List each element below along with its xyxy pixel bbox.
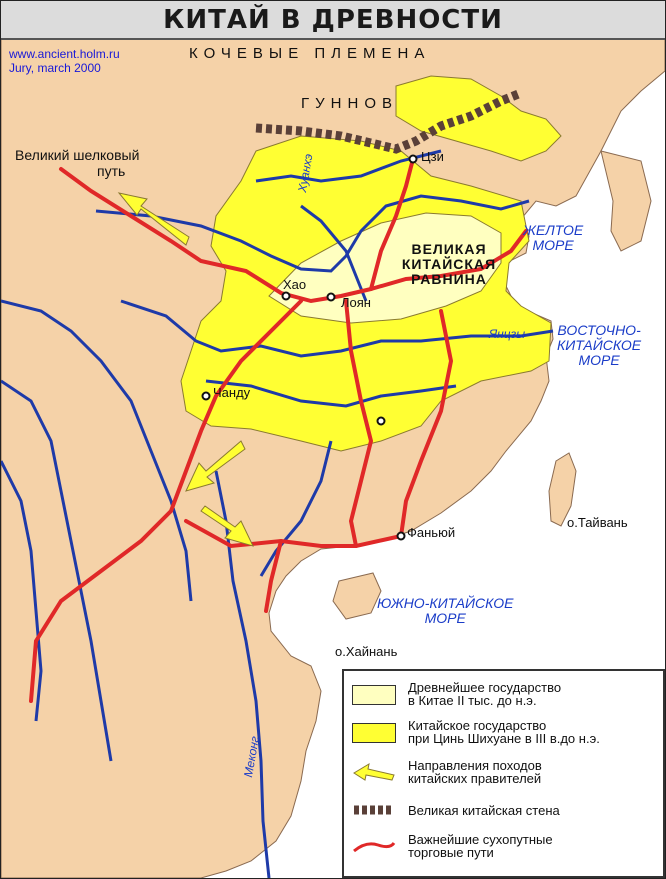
trade-route-icon [352, 835, 396, 857]
taiwan-island [548, 452, 577, 527]
legend-text-campaign-2: китайских правителей [408, 771, 542, 786]
sea-yellow-line-1: ЖЕЛТОЕ [523, 222, 584, 238]
route-delta [264, 539, 283, 613]
river-huanghe [95, 194, 530, 273]
qin-state-north [395, 75, 562, 162]
legend-text-route-1: Важнейшие сухопутные [408, 832, 553, 847]
route-east [369, 229, 528, 291]
route-silk [59, 167, 373, 304]
river-yangtze-south [205, 379, 457, 408]
legend-text-wall: Великая китайская стена [408, 802, 560, 818]
city-qi: Цзи [421, 149, 444, 164]
city-dot-chengdu [201, 391, 211, 401]
river-huanghe-bend [300, 204, 368, 302]
route-southwest [29, 299, 303, 703]
plain-line-3: РАВНИНА [411, 271, 487, 287]
city-dot-hao [281, 291, 291, 301]
great-wall-icon [352, 799, 396, 821]
silk-road-label-1: Великий шелковый [15, 147, 140, 163]
legend-symbol-ancient-state [352, 683, 396, 705]
river-north [255, 149, 442, 183]
legend-symbol-qin-state [352, 721, 396, 743]
route-north [369, 157, 415, 291]
island-hainan: о.Хайнань [335, 644, 398, 659]
river-south [259, 440, 333, 577]
city-chengdu: Чанду [213, 385, 251, 400]
plain-line-2: КИТАЙСКАЯ [401, 256, 497, 272]
legend-text-campaign-1: Направления походов [408, 758, 542, 773]
silk-road-label-2: путь [97, 163, 126, 179]
legend-text-ancient-1: Древнейшее государство [408, 680, 562, 695]
sea-south-china: ЮЖНО-КИТАЙСКОЕ МОРЕ [377, 596, 514, 626]
legend-text-qin-2: при Цинь Шихуане в III в.до н.э. [408, 731, 600, 746]
region-huns: ГУННОВ [301, 95, 398, 112]
river-yangtze [120, 299, 554, 358]
river-label-yangtze: Янцзы [489, 327, 526, 341]
river-far-west [1, 460, 43, 722]
sea-south-china-line-2: МОРЕ [424, 610, 466, 626]
legend-text-route-2: торговые пути [408, 845, 494, 860]
legend-text-qin-1: Китайское государство [408, 718, 547, 733]
legend-row-campaign: Направления походов китайских правителей [352, 759, 662, 785]
legend-row-qin-state: Китайское государство при Цинь Шихуане в… [352, 719, 662, 745]
sea-yellow-line-2: МОРЕ [532, 237, 574, 253]
island-taiwan: о.Тайвань [567, 515, 628, 530]
river-mekong [214, 470, 271, 878]
legend: Древнейшее государство в Китае II тыс. д… [342, 669, 665, 878]
legend-row-wall: Великая китайская стена [352, 799, 662, 821]
peninsula [600, 150, 652, 252]
plain-line-1: ВЕЛИКАЯ [411, 241, 487, 257]
city-hao: Хао [283, 277, 307, 292]
city-luoyang: Лоян [341, 295, 371, 310]
credit-author: Jury, march 2000 [9, 61, 101, 75]
route-south [344, 299, 374, 548]
campaign-arrow-icon [352, 761, 396, 783]
route-coast [184, 519, 403, 549]
city-dot-center [376, 416, 386, 426]
city-dot-luoyang [326, 292, 336, 302]
great-wall [255, 88, 523, 154]
city-panyu: Фаньюй [407, 525, 456, 540]
campaign-arrow-3 [200, 505, 254, 547]
sea-east-china-line-1: ВОСТОЧНО- [557, 322, 641, 338]
sea-south-china-line-1: ЮЖНО-КИТАЙСКОЕ [377, 595, 514, 611]
hainan-island [332, 572, 382, 620]
credit-site[interactable]: www.ancient.holm.ru [9, 47, 120, 61]
city-dot-panyu [396, 531, 406, 541]
sea-yellow: ЖЕЛТОЕ МОРЕ [523, 223, 583, 253]
sea-east-china-line-2: КИТАЙСКОЕ [557, 337, 642, 353]
sea-east-china: ВОСТОЧНО- КИТАЙСКОЕ МОРЕ [557, 323, 641, 368]
route-south-2 [399, 309, 454, 538]
map-title: КИТАЙ В ДРЕВНОСТИ [1, 1, 665, 40]
campaign-arrow-2 [185, 440, 246, 492]
river-west [1, 299, 193, 602]
campaign-arrow-1 [117, 192, 190, 246]
sea-east-china-line-3: МОРЕ [578, 352, 620, 368]
legend-row-route: Важнейшие сухопутные торговые пути [352, 833, 662, 859]
legend-row-ancient-state: Древнейшее государство в Китае II тыс. д… [352, 681, 662, 707]
city-dot-qi [408, 154, 418, 164]
region-nomads: КОЧЕВЫЕ ПЛЕМЕНА [189, 45, 431, 62]
legend-text-ancient-2: в Китае II тыс. до н.э. [408, 693, 537, 708]
plain-label: ВЕЛИКАЯ КИТАЙСКАЯ РАВНИНА [399, 242, 499, 287]
river-west-2 [1, 379, 113, 762]
